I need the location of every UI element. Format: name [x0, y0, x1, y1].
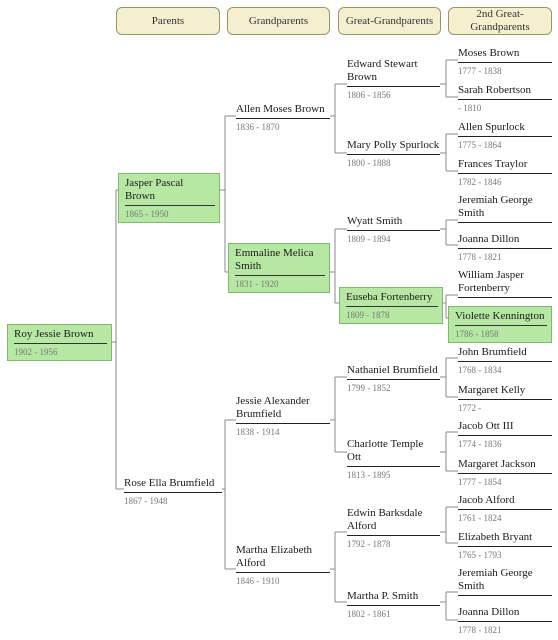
person-name: John Brumfield — [458, 346, 552, 362]
great-grandparent-8[interactable]: Martha P. Smith 1802 - 1861 — [347, 590, 440, 620]
grandparent-4[interactable]: Martha Elizabeth Alford 1846 - 1910 — [236, 544, 330, 587]
person-dates: 1800 - 1888 — [347, 158, 391, 168]
great-grandparent-2[interactable]: Mary Polly Spurlock 1800 - 1888 — [347, 139, 440, 169]
great-grandparent-5[interactable]: Nathaniel Brumfield 1799 - 1852 — [347, 364, 440, 394]
person-dates: 1867 - 1948 — [124, 496, 168, 506]
person-dates: 1836 - 1870 — [236, 122, 280, 132]
2nd-great-grandparent-3[interactable]: Allen Spurlock 1775 - 1864 — [458, 121, 552, 151]
person-name: Sarah Robertson — [458, 84, 552, 100]
person-name: Jacob Ott III — [458, 420, 552, 436]
person-name: Jeremiah George Smith — [458, 567, 552, 596]
2nd-great-grandparent-11[interactable]: Jacob Ott III 1774 - 1836 — [458, 420, 552, 450]
header-grandparents: Grandparents — [227, 7, 330, 35]
person-dates: 1809 - 1878 — [346, 310, 390, 320]
person-dates: 1902 - 1956 — [14, 347, 58, 357]
person-dates: 1831 - 1920 — [235, 279, 279, 289]
header-2nd-great-grandparents: 2nd Great-Grandparents — [448, 7, 552, 35]
grandparent-2[interactable]: Emmaline Melica Smith 1831 - 1920 — [228, 243, 330, 293]
parent-mother[interactable]: Rose Ella Brumfield 1867 - 1948 — [124, 477, 222, 507]
person-name: Nathaniel Brumfield — [347, 364, 440, 380]
person-name: Jacob Alford — [458, 494, 552, 510]
person-name: Joanna Dillon — [458, 606, 552, 622]
person-dates: 1806 - 1856 — [347, 90, 391, 100]
header-parents: Parents — [116, 7, 220, 35]
2nd-great-grandparent-12[interactable]: Margaret Jackson 1777 - 1854 — [458, 458, 552, 488]
person-name: Elizabeth Bryant — [458, 531, 552, 547]
person-name: Rose Ella Brumfield — [124, 477, 222, 493]
grandparent-1[interactable]: Allen Moses Brown 1836 - 1870 — [236, 103, 330, 133]
person-name: Emmaline Melica Smith — [235, 247, 325, 276]
2nd-great-grandparent-5[interactable]: Jeremiah George Smith — [458, 194, 552, 226]
person-dates: 1778 - 1821 — [458, 252, 502, 262]
person-dates — [458, 596, 552, 599]
person-dates: 1772 - — [458, 403, 482, 413]
person-dates: 1838 - 1914 — [236, 427, 280, 437]
2nd-great-grandparent-6[interactable]: Joanna Dillon 1778 - 1821 — [458, 233, 552, 263]
person-name: Euseba Fortenberry — [346, 291, 438, 307]
person-dates: 1782 - 1846 — [458, 177, 502, 187]
person-name: Margaret Jackson — [458, 458, 552, 474]
person-name: Edwin Barksdale Alford — [347, 507, 440, 536]
person-dates — [458, 223, 552, 226]
person-dates: 1761 - 1824 — [458, 513, 502, 523]
header-great-grandparents: Great-Grandparents — [338, 7, 441, 35]
person-name: Jessie Alexander Brumfield — [236, 395, 330, 424]
2nd-great-grandparent-16[interactable]: Joanna Dillon 1778 - 1821 — [458, 606, 552, 636]
2nd-great-grandparent-13[interactable]: Jacob Alford 1761 - 1824 — [458, 494, 552, 524]
person-name: Mary Polly Spurlock — [347, 139, 440, 155]
parent-father[interactable]: Jasper Pascal Brown 1865 - 1950 — [118, 173, 220, 223]
person-dates: 1765 - 1793 — [458, 550, 502, 560]
person-dates: 1799 - 1852 — [347, 383, 391, 393]
person-name: Margaret Kelly — [458, 384, 552, 400]
2nd-great-grandparent-10[interactable]: Margaret Kelly 1772 - — [458, 384, 552, 414]
person-dates: 1809 - 1894 — [347, 234, 391, 244]
2nd-great-grandparent-9[interactable]: John Brumfield 1768 - 1834 — [458, 346, 552, 376]
person-name: Wyatt Smith — [347, 215, 440, 231]
person-dates: 1792 - 1878 — [347, 539, 391, 549]
person-name: Charlotte Temple Ott — [347, 438, 440, 467]
2nd-great-grandparent-2[interactable]: Sarah Robertson - 1810 — [458, 84, 552, 114]
person-name: Roy Jessie Brown — [14, 328, 107, 344]
great-grandparent-6[interactable]: Charlotte Temple Ott 1813 - 1895 — [347, 438, 440, 481]
person-name: Edward Stewart Brown — [347, 58, 440, 87]
2nd-great-grandparent-1[interactable]: Moses Brown 1777 - 1838 — [458, 47, 552, 77]
person-dates — [458, 298, 552, 301]
person-name: Allen Spurlock — [458, 121, 552, 137]
person-dates: 1768 - 1834 — [458, 365, 502, 375]
grandparent-3[interactable]: Jessie Alexander Brumfield 1838 - 1914 — [236, 395, 330, 438]
root-person[interactable]: Roy Jessie Brown 1902 - 1956 — [7, 324, 112, 361]
person-dates: 1865 - 1950 — [125, 209, 169, 219]
person-dates: 1778 - 1821 — [458, 625, 502, 635]
great-grandparent-7[interactable]: Edwin Barksdale Alford 1792 - 1878 — [347, 507, 440, 550]
person-dates: 1774 - 1836 — [458, 439, 502, 449]
person-dates: 1777 - 1854 — [458, 477, 502, 487]
person-dates: 1813 - 1895 — [347, 470, 391, 480]
person-name: Joanna Dillon — [458, 233, 552, 249]
person-name: Violette Kennington — [455, 310, 547, 326]
person-dates: - 1810 — [458, 103, 482, 113]
great-grandparent-3[interactable]: Wyatt Smith 1809 - 1894 — [347, 215, 440, 245]
person-dates: 1775 - 1864 — [458, 140, 502, 150]
2nd-great-grandparent-8[interactable]: Violette Kennington 1786 - 1858 — [448, 306, 552, 343]
person-dates: 1786 - 1858 — [455, 329, 499, 339]
2nd-great-grandparent-7[interactable]: William Jasper Fortenberry — [458, 269, 552, 301]
2nd-great-grandparent-14[interactable]: Elizabeth Bryant 1765 - 1793 — [458, 531, 552, 561]
2nd-great-grandparent-15[interactable]: Jeremiah George Smith — [458, 567, 552, 599]
person-dates: 1846 - 1910 — [236, 576, 280, 586]
person-name: Jasper Pascal Brown — [125, 177, 215, 206]
great-grandparent-1[interactable]: Edward Stewart Brown 1806 - 1856 — [347, 58, 440, 101]
2nd-great-grandparent-4[interactable]: Frances Traylor 1782 - 1846 — [458, 158, 552, 188]
person-name: Frances Traylor — [458, 158, 552, 174]
person-dates: 1777 - 1838 — [458, 66, 502, 76]
person-name: Martha Elizabeth Alford — [236, 544, 330, 573]
person-name: Moses Brown — [458, 47, 552, 63]
person-dates: 1802 - 1861 — [347, 609, 391, 619]
person-name: Martha P. Smith — [347, 590, 440, 606]
great-grandparent-4[interactable]: Euseba Fortenberry 1809 - 1878 — [339, 287, 443, 324]
person-name: Jeremiah George Smith — [458, 194, 552, 223]
person-name: Allen Moses Brown — [236, 103, 330, 119]
person-name: William Jasper Fortenberry — [458, 269, 552, 298]
